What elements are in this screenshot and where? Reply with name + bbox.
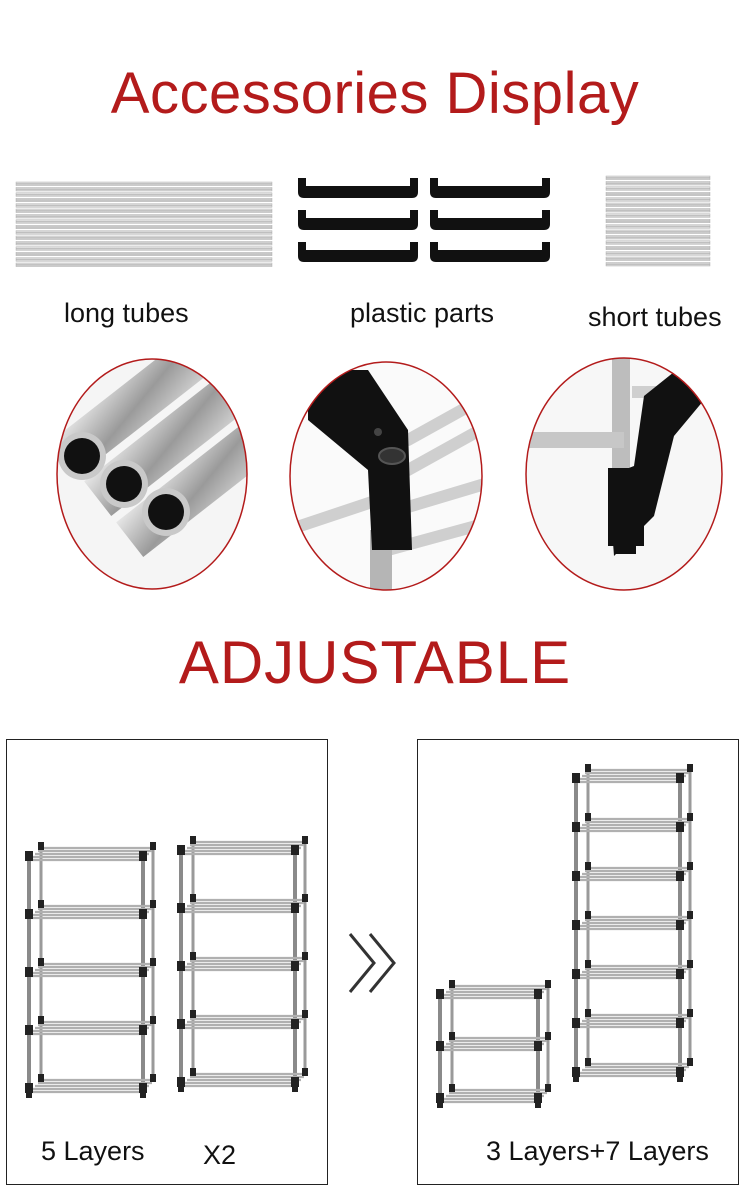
multiplier-label: X2: [203, 1140, 237, 1170]
tube-ends-closeup: [56, 358, 248, 590]
five-layers-label: 5 Layers: [41, 1136, 145, 1166]
five-layer-rack-right: [177, 836, 308, 1092]
five-layer-rack-left: [25, 842, 156, 1098]
leg-joint-closeup: [525, 357, 723, 591]
long-tubes-label: long tubes: [64, 298, 189, 328]
plastic-joint-closeup: [289, 361, 483, 591]
three-layer-rack: [436, 980, 551, 1108]
seven-layer-rack: [572, 764, 693, 1082]
plastic-parts-image: [298, 178, 550, 262]
plastic-parts-label: plastic parts: [350, 298, 495, 328]
short-tubes-image: [605, 175, 711, 267]
five-layer-panel: 5 Layers X2: [6, 739, 328, 1185]
three-seven-layers-label: 3 Layers+7 Layers: [486, 1136, 709, 1166]
double-chevron-right-icon: [348, 933, 396, 993]
adjustable-title: ADJUSTABLE: [178, 629, 572, 696]
long-tubes-image: [15, 181, 273, 267]
three-seven-layer-panel: 3 Layers+7 Layers: [417, 739, 739, 1185]
short-tubes-label: short tubes: [588, 302, 722, 332]
page-title: Accessories Display: [110, 61, 640, 126]
